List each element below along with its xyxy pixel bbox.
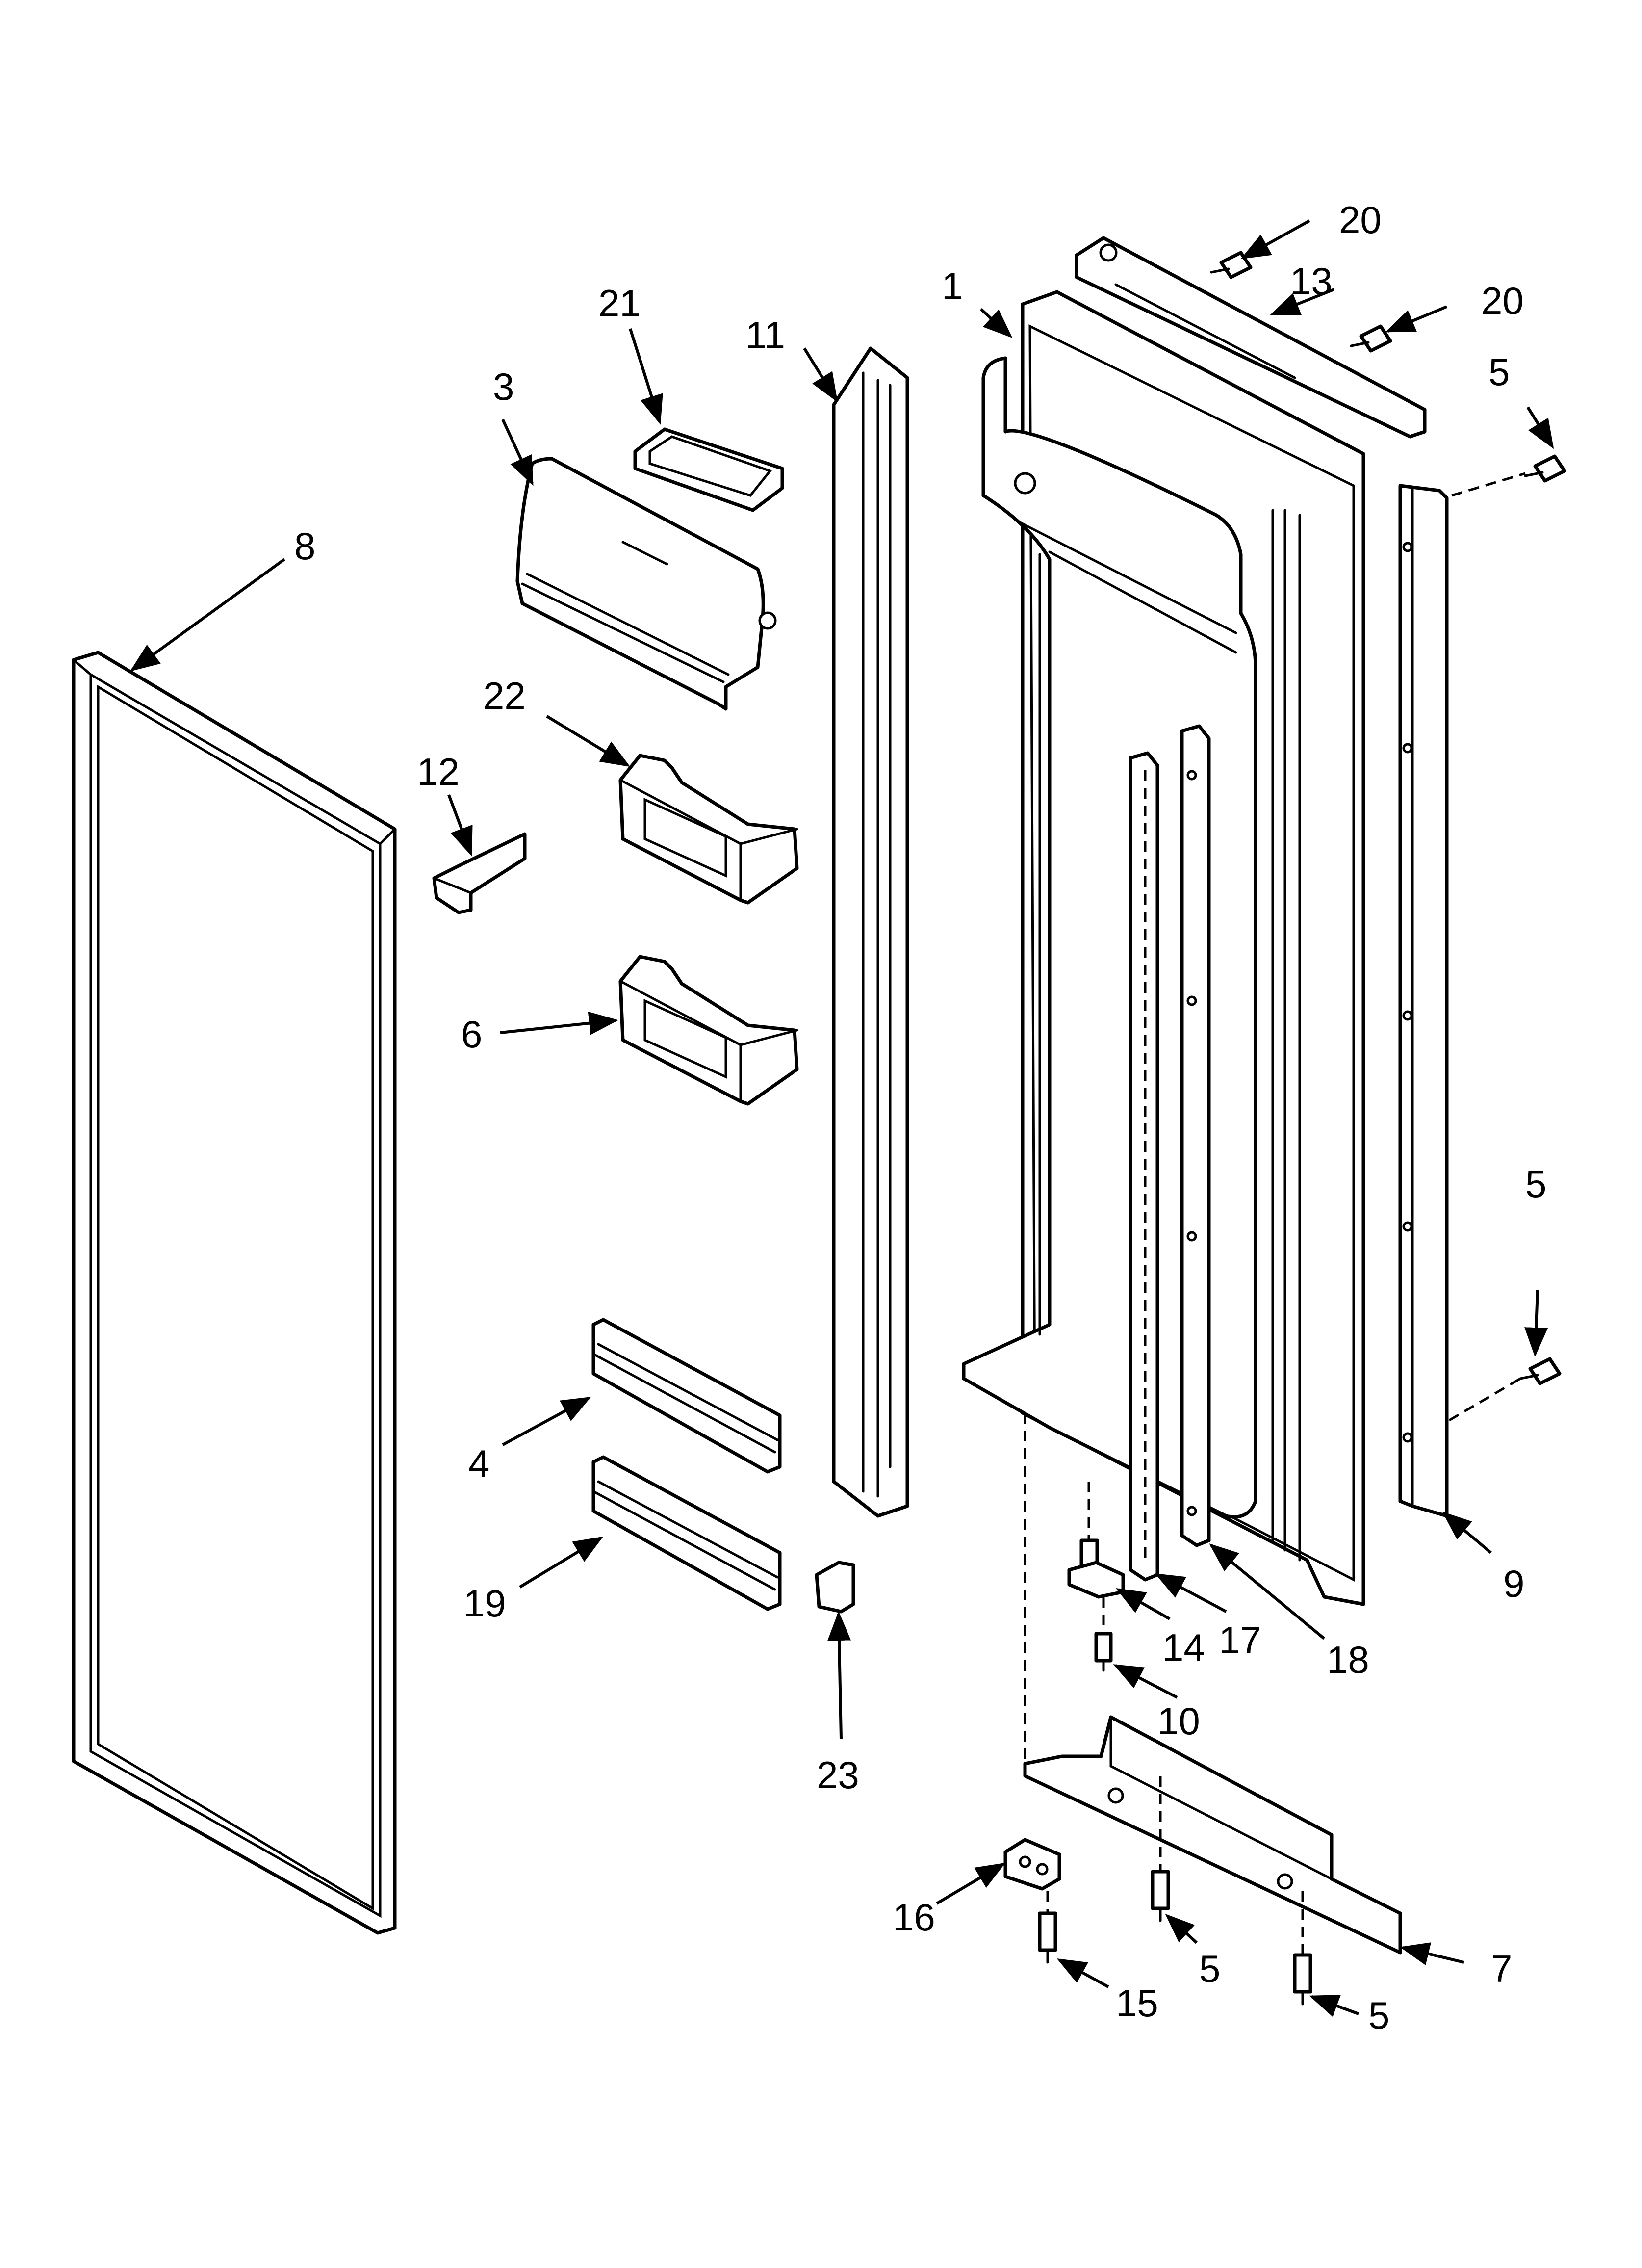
part-13-top-bracket [1075, 236, 1427, 439]
part-14-hinge-pin [1067, 1538, 1125, 1599]
callout-20-upper: 20 [1339, 198, 1382, 241]
callout-15: 15 [1116, 1981, 1158, 2025]
callout-21: 21 [598, 282, 641, 325]
part-22-upper-door-bin [618, 754, 799, 905]
callout-4: 4 [468, 1442, 489, 1485]
alignment-lines [1024, 472, 1526, 1955]
callout-5-bracket-mid: 5 [1199, 1947, 1220, 1990]
callout-5-bracket-right: 5 [1368, 1994, 1389, 2037]
callout-10: 10 [1157, 1699, 1200, 1743]
part-17-vertical-strip [1129, 751, 1159, 1582]
callout-5-middle-right: 5 [1525, 1162, 1546, 1205]
part-20-screw-lower [1350, 324, 1392, 353]
callout-11: 11 [745, 313, 785, 357]
callout-6: 6 [461, 1013, 482, 1056]
part-10-screw [1094, 1632, 1113, 1672]
part-8-door-gasket [72, 651, 397, 1935]
part-15-screw [1038, 1911, 1057, 1964]
callout-19: 19 [463, 1582, 506, 1625]
part-5-screw-bracket-mid [1151, 1870, 1170, 1922]
part-6-lower-door-bin [618, 955, 799, 1106]
part-16-hinge-block [1003, 1838, 1061, 1891]
part-1-door-liner [962, 290, 1365, 1606]
callout-7: 7 [1491, 1947, 1512, 1990]
callout-5-upper-right: 5 [1488, 350, 1510, 393]
callout-23: 23 [817, 1753, 859, 1797]
part-4-shelf-rail [591, 1318, 782, 1474]
part-23-clip [815, 1561, 855, 1614]
callout-18: 18 [1327, 1638, 1369, 1681]
part-5-screw-bracket-right [1293, 1953, 1312, 2006]
part-19-shelf-rail [591, 1455, 782, 1611]
callout-17: 17 [1219, 1618, 1261, 1662]
part-9-side-strip [1398, 484, 1449, 1518]
part-12-clip [432, 832, 527, 914]
callout-14: 14 [1162, 1626, 1205, 1669]
part-5-screw-middle-right [1519, 1357, 1562, 1385]
callout-16: 16 [893, 1896, 935, 1939]
part-5-screw-upper-right [1524, 454, 1566, 483]
callout-20-lower: 20 [1481, 279, 1524, 322]
callout-12: 12 [417, 750, 460, 793]
part-21-tray [633, 427, 784, 512]
part-11-trim-strip [832, 346, 909, 1518]
part-7-bottom-bracket [1023, 1715, 1402, 1955]
callout-labels: 20 13 20 1 21 11 5 3 8 22 12 6 5 4 9 19 … [294, 198, 1546, 2037]
leader-arrows [130, 219, 1554, 2017]
callout-8: 8 [294, 524, 315, 568]
callout-9: 9 [1503, 1562, 1524, 1605]
callout-3: 3 [493, 365, 514, 408]
part-18-vertical-strip [1180, 724, 1211, 1547]
callout-13: 13 [1290, 260, 1333, 303]
callout-1: 1 [942, 264, 963, 308]
part-3-dispenser-cover [515, 457, 777, 711]
callout-22: 22 [483, 674, 526, 717]
